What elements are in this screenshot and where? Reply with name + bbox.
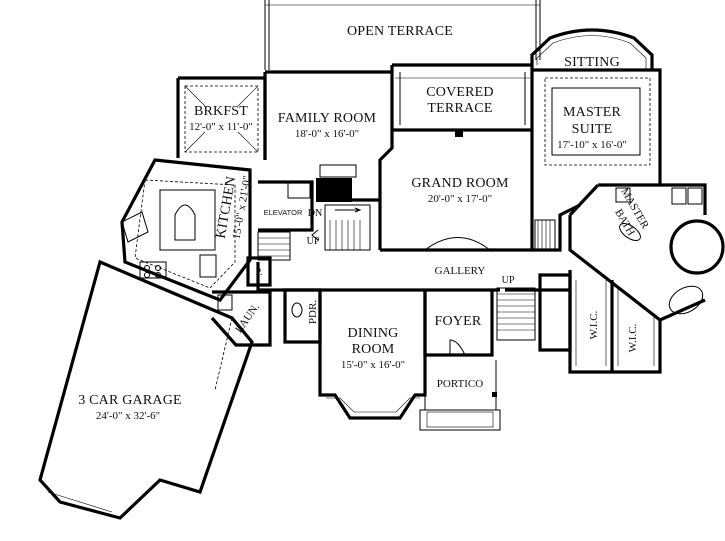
powder-room-label: PDR. <box>307 300 319 324</box>
covered-terrace-label-line1: COVERED <box>426 85 494 100</box>
fireplace <box>287 164 357 202</box>
central-walls <box>263 63 534 252</box>
portico-label: PORTICO <box>437 378 483 390</box>
kitchen <box>120 158 252 302</box>
dining-room-label-line1: DINING <box>348 326 399 341</box>
breakfast-dimension: 12'-0" x 11'-0" <box>189 121 253 133</box>
wic-label-left: W.I.C. <box>588 310 600 339</box>
pantry-label: P. <box>256 267 263 278</box>
master-bath <box>568 183 725 322</box>
garage-dimension: 24'-0" x 32'-6" <box>96 410 160 422</box>
grand-room-dimension: 20'-0" x 17'-0" <box>428 193 492 205</box>
breakfast-nook <box>176 76 267 160</box>
family-room-dimension: 18'-0" x 16'-0" <box>295 128 359 140</box>
garage-label: 3 CAR GARAGE <box>78 393 182 408</box>
covered-terrace-label-line2: TERRACE <box>427 101 492 116</box>
breakfast-label: BRKFST <box>194 104 248 119</box>
foyer-stair <box>496 273 572 352</box>
foyer-walls <box>423 290 494 357</box>
laundry <box>210 290 272 347</box>
sitting-bay <box>530 28 654 70</box>
elevator-label: ELEVATOR <box>264 208 303 217</box>
foyer-label: FOYER <box>435 314 482 329</box>
stair-up-label: UP <box>307 236 320 247</box>
gallery-label: GALLERY <box>435 265 486 277</box>
sitting-label: SITTING <box>564 55 620 70</box>
master-suite-label-line1: MASTER <box>563 105 621 120</box>
elevator-stair-area <box>257 180 380 261</box>
stair-down-label: DN <box>308 208 322 219</box>
open-terrace-label: OPEN TERRACE <box>347 24 453 39</box>
garage <box>38 259 254 520</box>
family-room-label: FAMILY ROOM <box>278 111 377 126</box>
master-suite-dimension: 17'-10" x 16'-0" <box>557 139 627 151</box>
dining-room-walls <box>318 290 427 420</box>
master-suite-label-line2: SUITE <box>572 122 613 137</box>
portico-area <box>419 360 501 431</box>
dining-room-dimension: 15'-0" x 16'-0" <box>341 359 405 371</box>
open-terrace-area <box>264 0 541 70</box>
laundry-label: LAUN. <box>233 301 262 335</box>
dining-room-label-line2: ROOM <box>352 342 395 357</box>
wic-label-right: W.I.C. <box>627 323 639 352</box>
grand-room-label: GRAND ROOM <box>411 176 509 191</box>
gallery-up-label: UP <box>502 275 515 286</box>
pantry <box>246 256 272 287</box>
